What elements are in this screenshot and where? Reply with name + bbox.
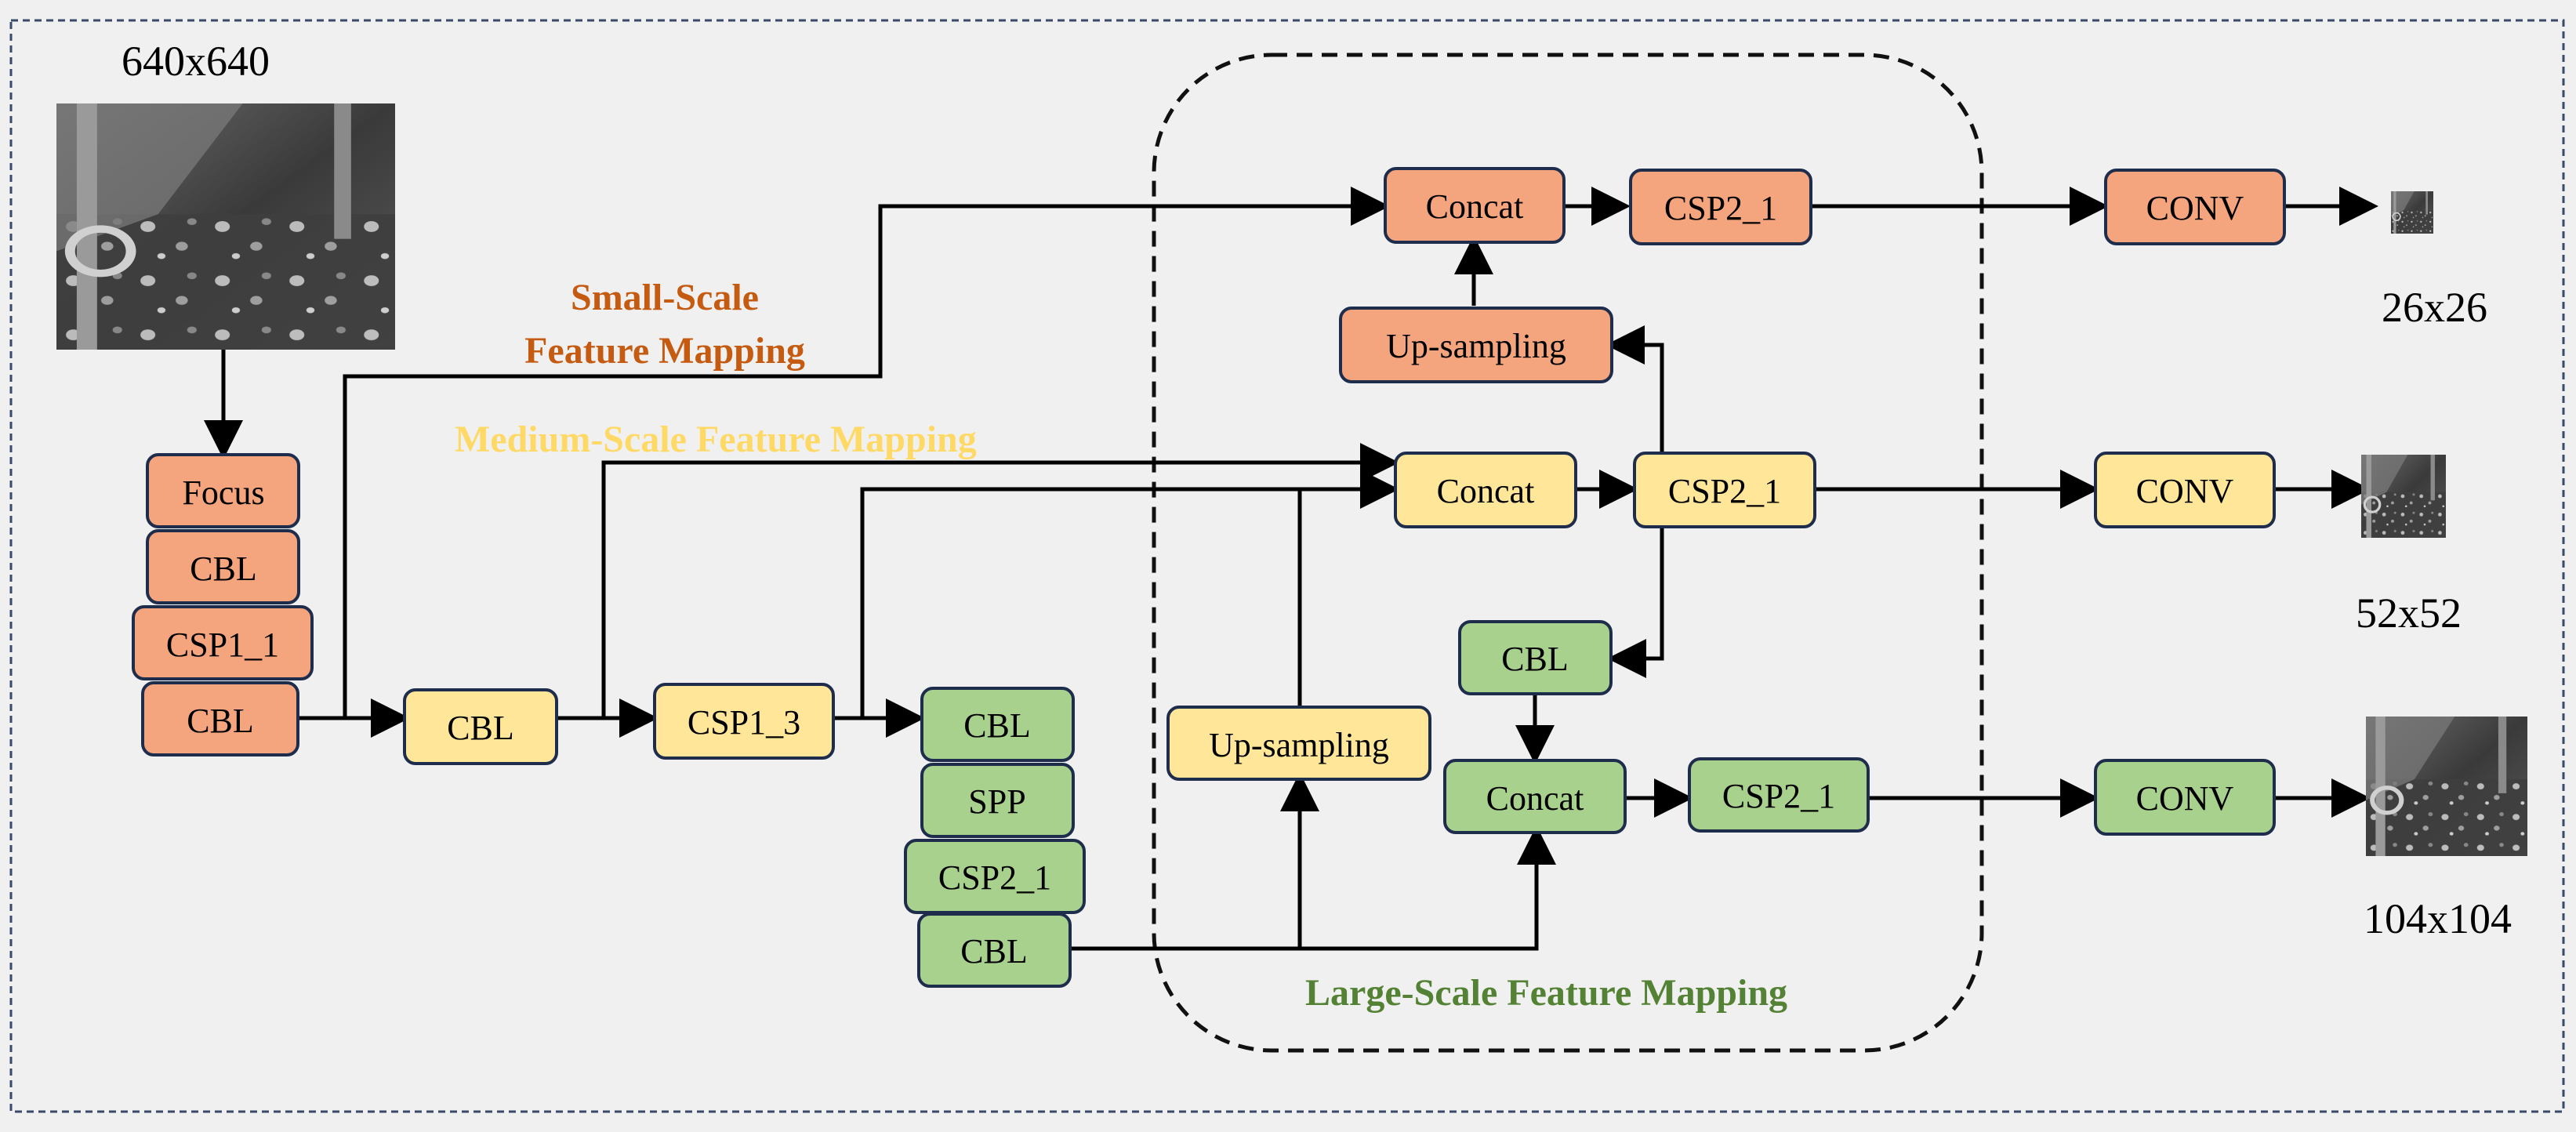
output-medium-image bbox=[2360, 453, 2447, 539]
node-concat-yellow-label: Concat bbox=[1437, 472, 1535, 510]
node-focus: Focus bbox=[146, 453, 300, 528]
large-scale-caption: Large-Scale Feature Mapping bbox=[1305, 972, 1787, 1014]
node-spp-cbl-bottom: CBL bbox=[917, 912, 1072, 988]
node-csp1-3: CSP1_3 bbox=[653, 683, 835, 760]
node-spp: SPP bbox=[920, 763, 1075, 838]
node-spp-csp2-1-label: CSP2_1 bbox=[938, 858, 1051, 897]
node-concat-green-label: Concat bbox=[1486, 779, 1584, 818]
node-concat-orange-label: Concat bbox=[1426, 187, 1524, 226]
node-conv-yellow: CONV bbox=[2094, 452, 2276, 528]
output-large-size-label: 104x104 bbox=[2364, 895, 2512, 942]
node-spp-cbl-top: CBL bbox=[920, 687, 1075, 762]
node-focus-label: Focus bbox=[182, 473, 264, 512]
node-upsample-yellow: Up-sampling bbox=[1166, 706, 1431, 781]
node-upsample-orange: Up-sampling bbox=[1339, 307, 1613, 383]
node-conv-orange: CONV bbox=[2104, 169, 2286, 245]
node-spp-csp2-1: CSP2_1 bbox=[904, 839, 1086, 914]
node-conv-green-label: CONV bbox=[2136, 779, 2234, 818]
node-conv-orange-label: CONV bbox=[2146, 189, 2244, 227]
node-conv-yellow-label: CONV bbox=[2136, 472, 2234, 510]
node-concat-yellow: Concat bbox=[1394, 452, 1577, 528]
node-backbone-cbl-2: CBL bbox=[141, 681, 299, 756]
neck-region bbox=[1152, 53, 1984, 1053]
node-upsample-yellow-label: Up-sampling bbox=[1209, 726, 1389, 764]
node-spp-cbl-top-label: CBL bbox=[963, 706, 1031, 745]
node-csp2-1-orange: CSP2_1 bbox=[1629, 169, 1812, 245]
node-csp2-1-yellow-label: CSP2_1 bbox=[1668, 472, 1781, 510]
node-cbl-green-label: CBL bbox=[1501, 640, 1569, 678]
node-backbone-cbl-1: CBL bbox=[146, 529, 300, 604]
output-large-image bbox=[2366, 717, 2527, 856]
node-spp-label: SPP bbox=[968, 782, 1025, 821]
connections bbox=[204, 187, 2378, 951]
node-backbone-csp1-1: CSP1_1 bbox=[132, 605, 314, 680]
output-medium-size-label: 52x52 bbox=[2356, 590, 2462, 637]
small-scale-caption-line1: Small-Scale bbox=[571, 277, 759, 318]
input-size-label: 640x640 bbox=[122, 38, 270, 85]
outer-border bbox=[9, 19, 2565, 1113]
node-csp2-1-yellow: CSP2_1 bbox=[1633, 452, 1816, 528]
node-csp2-1-green-label: CSP2_1 bbox=[1722, 777, 1835, 815]
small-scale-caption-line2: Feature Mapping bbox=[524, 330, 805, 372]
node-csp2-1-green: CSP2_1 bbox=[1688, 757, 1870, 833]
node-csp1-3-label: CSP1_3 bbox=[688, 703, 800, 742]
input-image bbox=[56, 103, 395, 350]
medium-scale-caption: Medium-Scale Feature Mapping bbox=[455, 419, 977, 460]
node-upsample-orange-label: Up-sampling bbox=[1386, 327, 1566, 365]
node-backbone-cbl-1-label: CBL bbox=[190, 550, 257, 588]
output-small-size-label: 26x26 bbox=[2382, 284, 2487, 331]
node-backbone-csp1-1-label: CSP1_1 bbox=[166, 626, 279, 664]
nodes: Focus CBL CSP1_1 CBL CBL CSP1_3 CBL bbox=[132, 167, 2286, 988]
node-backbone-cbl-2-label: CBL bbox=[187, 702, 254, 740]
node-conv-green: CONV bbox=[2094, 759, 2276, 836]
node-concat-orange: Concat bbox=[1384, 167, 1566, 244]
output-small-image bbox=[2390, 190, 2434, 234]
node-cbl-green: CBL bbox=[1458, 620, 1613, 695]
node-spp-cbl-bottom-label: CBL bbox=[960, 932, 1028, 971]
node-concat-green: Concat bbox=[1443, 759, 1627, 834]
node-cbl-mid-label: CBL bbox=[447, 709, 514, 747]
node-cbl-mid: CBL bbox=[403, 688, 558, 765]
node-csp2-1-orange-label: CSP2_1 bbox=[1664, 189, 1777, 227]
